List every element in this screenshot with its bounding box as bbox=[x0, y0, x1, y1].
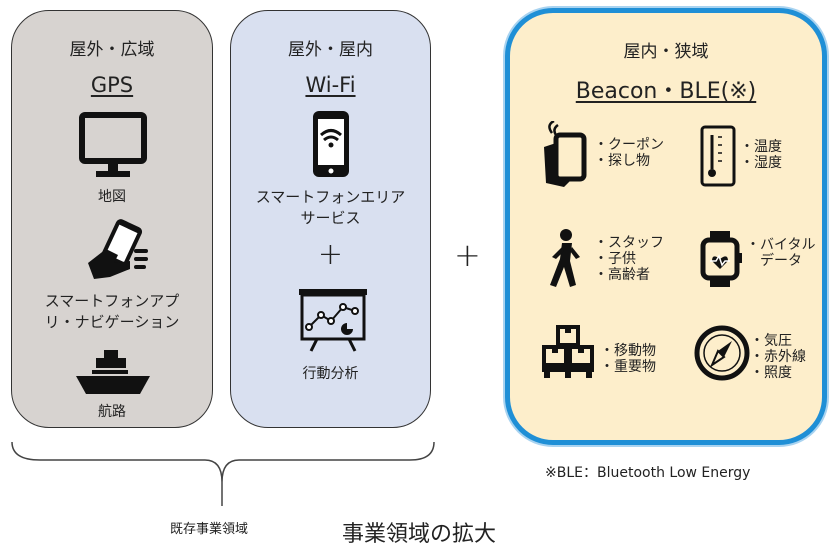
item-label: スマートフォンエリア サービス bbox=[231, 187, 430, 229]
item-line: ・移動物 bbox=[600, 343, 656, 359]
item-line: ・温度 bbox=[740, 139, 782, 155]
item-line: ・クーポン bbox=[594, 137, 664, 153]
item-line: ・照度 bbox=[750, 365, 792, 381]
item-text: ・移動物 ・重要物 bbox=[600, 343, 656, 375]
gps-panel: 屋外・広域 GPS 地図 スマートフォンアプ リ・ナビゲーション 航路 bbox=[11, 10, 213, 428]
gauge-icon bbox=[694, 325, 750, 381]
boxes-pallet-icon bbox=[542, 325, 594, 378]
item-line: データ bbox=[746, 253, 802, 269]
footnote: ※BLE：Bluetooth Low Energy bbox=[545, 465, 751, 481]
item-line: ・スタッフ bbox=[594, 235, 664, 251]
panel-heading: 屋外・広域 bbox=[69, 40, 155, 60]
analytics-board-icon bbox=[299, 289, 367, 352]
wifi-phone-icon bbox=[313, 111, 349, 177]
thermometer-icon bbox=[700, 125, 736, 187]
smartphone-hand-icon bbox=[88, 219, 148, 279]
item-label: 地図 bbox=[98, 189, 126, 205]
item-line: ・子供 bbox=[594, 251, 636, 267]
beacon-panel: 屋内・狭域 Beacon・BLE(※) ・クーポン ・探し物 ・温度 ・湿度 ・… bbox=[505, 8, 827, 445]
panel-heading: 屋外・屋内 bbox=[288, 40, 373, 60]
item-text: ・温度 ・湿度 bbox=[740, 139, 782, 171]
item-line: ・赤外線 bbox=[750, 349, 806, 365]
item-label: 航路 bbox=[98, 404, 126, 420]
inner-plus-sign: + bbox=[317, 237, 344, 272]
monitor-icon bbox=[79, 112, 147, 177]
item-label-line: スマートフォンエリア bbox=[255, 188, 406, 206]
item-label-line: スマートフォンアプ bbox=[44, 292, 180, 310]
ship-icon bbox=[76, 350, 150, 394]
caption: 事業領域の拡大 bbox=[342, 522, 497, 547]
phone-signal-icon bbox=[544, 121, 587, 187]
plus-sign: + bbox=[454, 236, 481, 274]
technology-title: Wi-Fi bbox=[305, 73, 356, 97]
item-line: ・気圧 bbox=[750, 333, 792, 349]
item-text: ・バイタル データ bbox=[746, 237, 815, 269]
item-line: ・重要物 bbox=[600, 359, 656, 375]
technology-title: Beacon・BLE(※) bbox=[575, 79, 757, 104]
item-text: ・クーポン ・探し物 bbox=[594, 137, 664, 169]
walking-person-icon bbox=[550, 229, 580, 287]
brace-label: 既存事業領域 bbox=[170, 522, 249, 537]
item-label-line: リ・ナビゲーション bbox=[44, 313, 180, 331]
item-line: ・探し物 bbox=[594, 153, 650, 169]
panel-heading: 屋内・狭域 bbox=[623, 42, 709, 62]
item-text: ・気圧 ・赤外線 ・照度 bbox=[750, 333, 806, 381]
item-label: スマートフォンアプ リ・ナビゲーション bbox=[12, 291, 212, 333]
technology-title: GPS bbox=[90, 73, 134, 97]
item-line: ・高齢者 bbox=[594, 267, 650, 283]
item-line: ・湿度 bbox=[740, 155, 782, 171]
brace bbox=[11, 441, 435, 506]
smartwatch-icon bbox=[700, 231, 742, 287]
item-label-line: サービス bbox=[300, 209, 361, 227]
item-line: ・バイタル bbox=[746, 237, 816, 253]
wifi-panel: 屋外・屋内 Wi-Fi スマートフォンエリア サービス + 行動分析 bbox=[230, 10, 431, 428]
item-text: ・スタッフ ・子供 ・高齢者 bbox=[594, 235, 664, 283]
item-label: 行動分析 bbox=[302, 366, 359, 382]
